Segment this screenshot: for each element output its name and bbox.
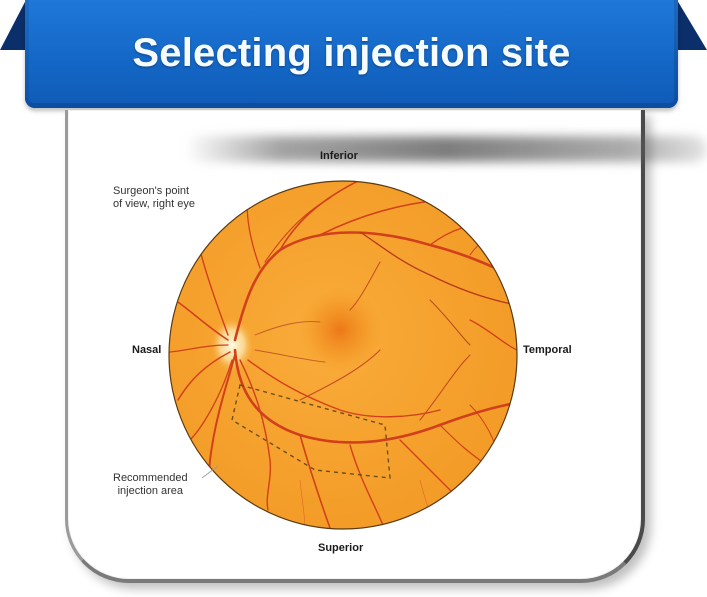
- banner-fold-left: [0, 0, 26, 50]
- callout-leader-line: [201, 465, 219, 479]
- caption-point-of-view: Surgeon's point of view, right eye: [113, 185, 195, 211]
- recommended-injection-area-outline: [231, 384, 391, 479]
- banner-fold-right: [677, 0, 707, 50]
- page-title: Selecting injection site: [132, 30, 571, 75]
- label-nasal: Nasal: [132, 344, 162, 356]
- caption-line-2: of view, right eye: [113, 198, 195, 210]
- title-banner: Selecting injection site: [25, 0, 678, 108]
- callout-injection-area: Recommended injection area: [113, 472, 188, 498]
- shadow-smear: [185, 136, 707, 162]
- macula: [298, 288, 382, 372]
- label-superior: Superior: [318, 542, 364, 554]
- label-temporal: Temporal: [523, 344, 572, 356]
- caption-line-1: Surgeon's point: [113, 185, 190, 197]
- optic-disc: [210, 317, 254, 373]
- retinal-vessels: [169, 181, 517, 529]
- retina-border: [168, 180, 518, 530]
- callout-line-1: Recommended: [113, 472, 188, 484]
- label-inferior: Inferior: [320, 150, 358, 162]
- callout-line-2: injection area: [117, 485, 184, 497]
